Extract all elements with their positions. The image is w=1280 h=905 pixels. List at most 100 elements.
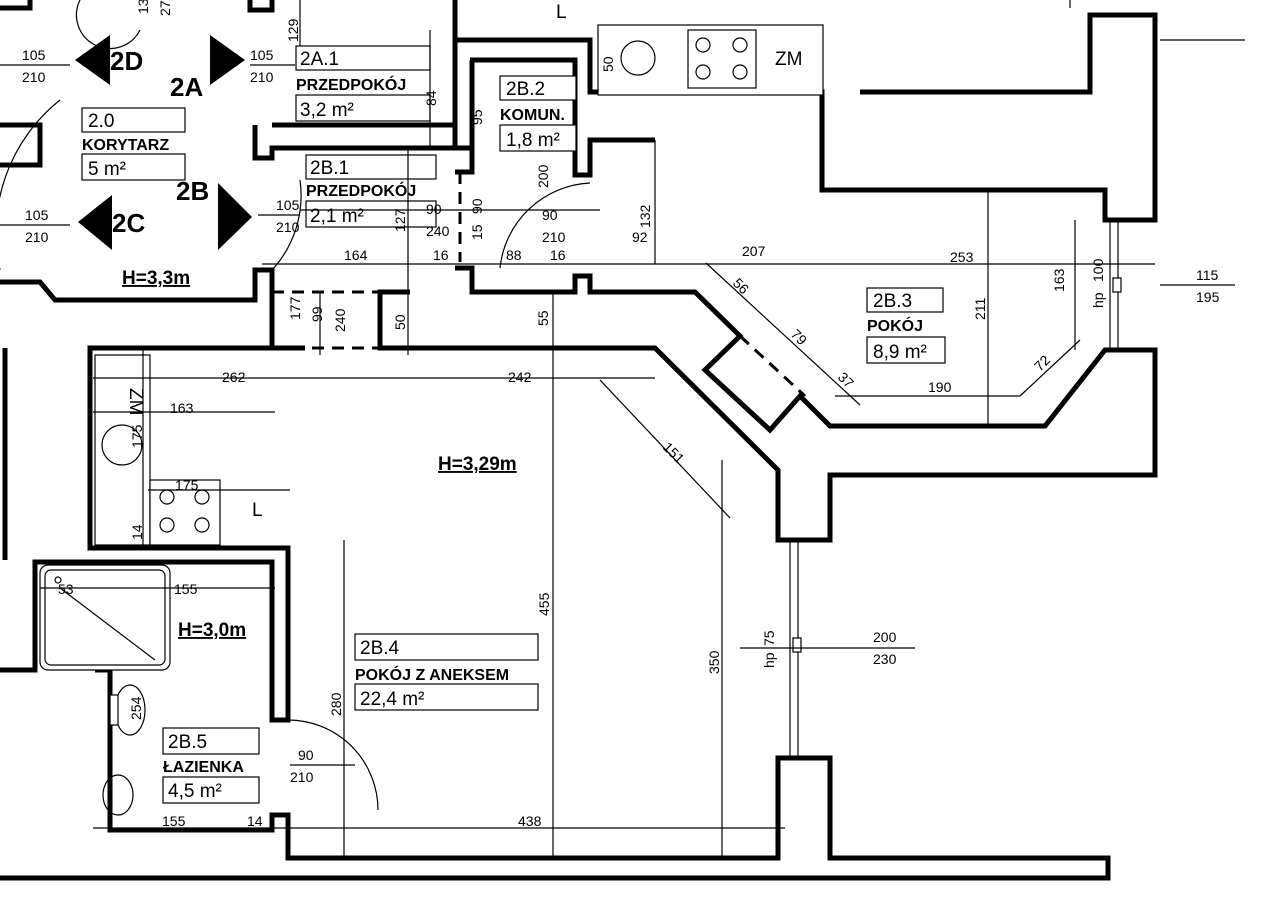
fixtures: ZM L ZM L	[39, 2, 824, 816]
dim: 280	[328, 692, 344, 716]
dim: 155	[162, 813, 186, 829]
height-main: H=3,29m	[438, 454, 517, 475]
dim: 56	[730, 275, 752, 297]
dim: 253	[950, 249, 974, 265]
wall-2b2-inner	[470, 57, 655, 178]
dim: 95	[469, 109, 485, 125]
room-2-0-area: 5 m²	[88, 159, 126, 180]
room-2b4: 2B.4 POKÓJ Z ANEKSEM 22,4 m²	[354, 633, 539, 711]
dim: 240	[332, 308, 348, 332]
room-2b3-code: 2B.3	[873, 291, 912, 312]
fixture-l-top: L	[556, 2, 567, 23]
dim: 72	[1031, 352, 1053, 374]
room-2a1-area: 3,2 m²	[300, 100, 354, 121]
room-2b5-name: ŁAZIENKA	[163, 759, 244, 776]
dim: 27	[157, 0, 173, 16]
fixture-zm-top: ZM	[775, 49, 802, 70]
unit-markers: 2D 2A 2B 2C	[75, 35, 252, 250]
dim: 455	[536, 592, 552, 616]
dim: 254	[128, 696, 144, 720]
dim: 210	[25, 229, 49, 245]
dim: hp	[1090, 292, 1106, 308]
room-2b1-name: PRZEDPOKÓJ	[306, 181, 416, 200]
dim: 16	[433, 247, 449, 263]
room-2a1-code: 2A.1	[300, 49, 339, 70]
wall-2b2-left-inner	[452, 40, 475, 151]
wall-2a1-bottom	[252, 122, 458, 161]
room-2a1: 2A.1 PRZEDPOKÓJ 3,2 m²	[295, 45, 431, 122]
dim: 115	[1196, 267, 1219, 283]
windows	[789, 220, 1122, 758]
wall-bath-inner	[0, 667, 1111, 881]
dim: 177	[287, 296, 303, 320]
dim: 127	[392, 208, 408, 232]
room-2-0-code: 2.0	[88, 111, 114, 132]
dim: 50	[600, 56, 616, 72]
dim: 155	[174, 581, 198, 597]
dim: 164	[344, 247, 368, 263]
dim: 92	[632, 229, 648, 245]
room-2b1-code: 2B.1	[310, 158, 349, 179]
unit-2a: 2A	[170, 72, 203, 102]
dim: 242	[508, 369, 532, 385]
dim: 13	[135, 0, 151, 14]
room-2b5-area: 4,5 m²	[168, 781, 222, 802]
dim: 105	[25, 207, 49, 223]
height-bath: H=3,0m	[178, 620, 246, 641]
dim: 175	[175, 477, 199, 493]
wall-top-left	[0, 0, 33, 11]
dim: 14	[129, 524, 145, 540]
dim: 129	[285, 18, 301, 42]
unit-2b: 2B	[176, 176, 209, 206]
dim: 210	[22, 69, 46, 85]
fixture-zm-left: ZM	[125, 388, 146, 415]
room-2b3: 2B.3 POKÓJ 8,9 m²	[866, 287, 946, 364]
dim: 210	[276, 219, 300, 235]
dim: 16	[550, 247, 566, 263]
room-2b4-code: 2B.4	[360, 638, 400, 659]
dim: 55	[535, 310, 551, 326]
dim: 163	[1051, 268, 1067, 292]
height-corridor: H=3,3m	[122, 268, 190, 289]
room-2b2-area: 1,8 m²	[506, 130, 560, 151]
dim: 75	[761, 630, 777, 646]
dim: 132	[637, 204, 653, 228]
dim: 14	[247, 813, 263, 829]
room-2b2-name: KOMUN.	[500, 107, 565, 124]
dim: 105	[250, 47, 274, 63]
unit-2d: 2D	[110, 46, 143, 76]
room-2b2: 2B.2 KOMUN. 1,8 m²	[499, 75, 577, 152]
dim: 37	[835, 369, 857, 391]
openings	[93, 172, 807, 670]
dim: 90	[542, 207, 558, 223]
room-2b4-name: POKÓJ Z ANEKSEM	[355, 665, 509, 684]
dim: 207	[742, 243, 766, 259]
wall-top-stub	[247, 0, 275, 13]
dim: 350	[706, 650, 722, 674]
dim: 88	[506, 247, 522, 263]
room-2b2-code: 2B.2	[506, 79, 545, 100]
fixture-l-left: L	[252, 500, 263, 521]
dim: 230	[873, 651, 897, 667]
dim: 105	[22, 47, 46, 63]
dim: 190	[928, 379, 952, 395]
dim: hp	[761, 652, 777, 668]
dim: 90	[469, 198, 485, 214]
dim: 200	[873, 629, 897, 645]
dim: 151	[660, 439, 688, 467]
dim: 50	[392, 314, 408, 330]
room-2b4-area: 22,4 m²	[360, 689, 424, 710]
walls	[0, 0, 1158, 881]
room-2b5-code: 2B.5	[168, 732, 207, 753]
room-2b3-name: POKÓJ	[867, 316, 923, 335]
wall-left-stub	[0, 122, 43, 168]
dim: 90	[298, 747, 314, 763]
dim: 210	[250, 69, 274, 85]
door-swings	[0, 0, 591, 811]
dim: 100	[1090, 258, 1106, 282]
dim: 262	[222, 369, 246, 385]
dim: 195	[1196, 289, 1220, 305]
dim: 210	[290, 769, 314, 785]
room-2a1-name: PRZEDPOKÓJ	[296, 75, 406, 94]
